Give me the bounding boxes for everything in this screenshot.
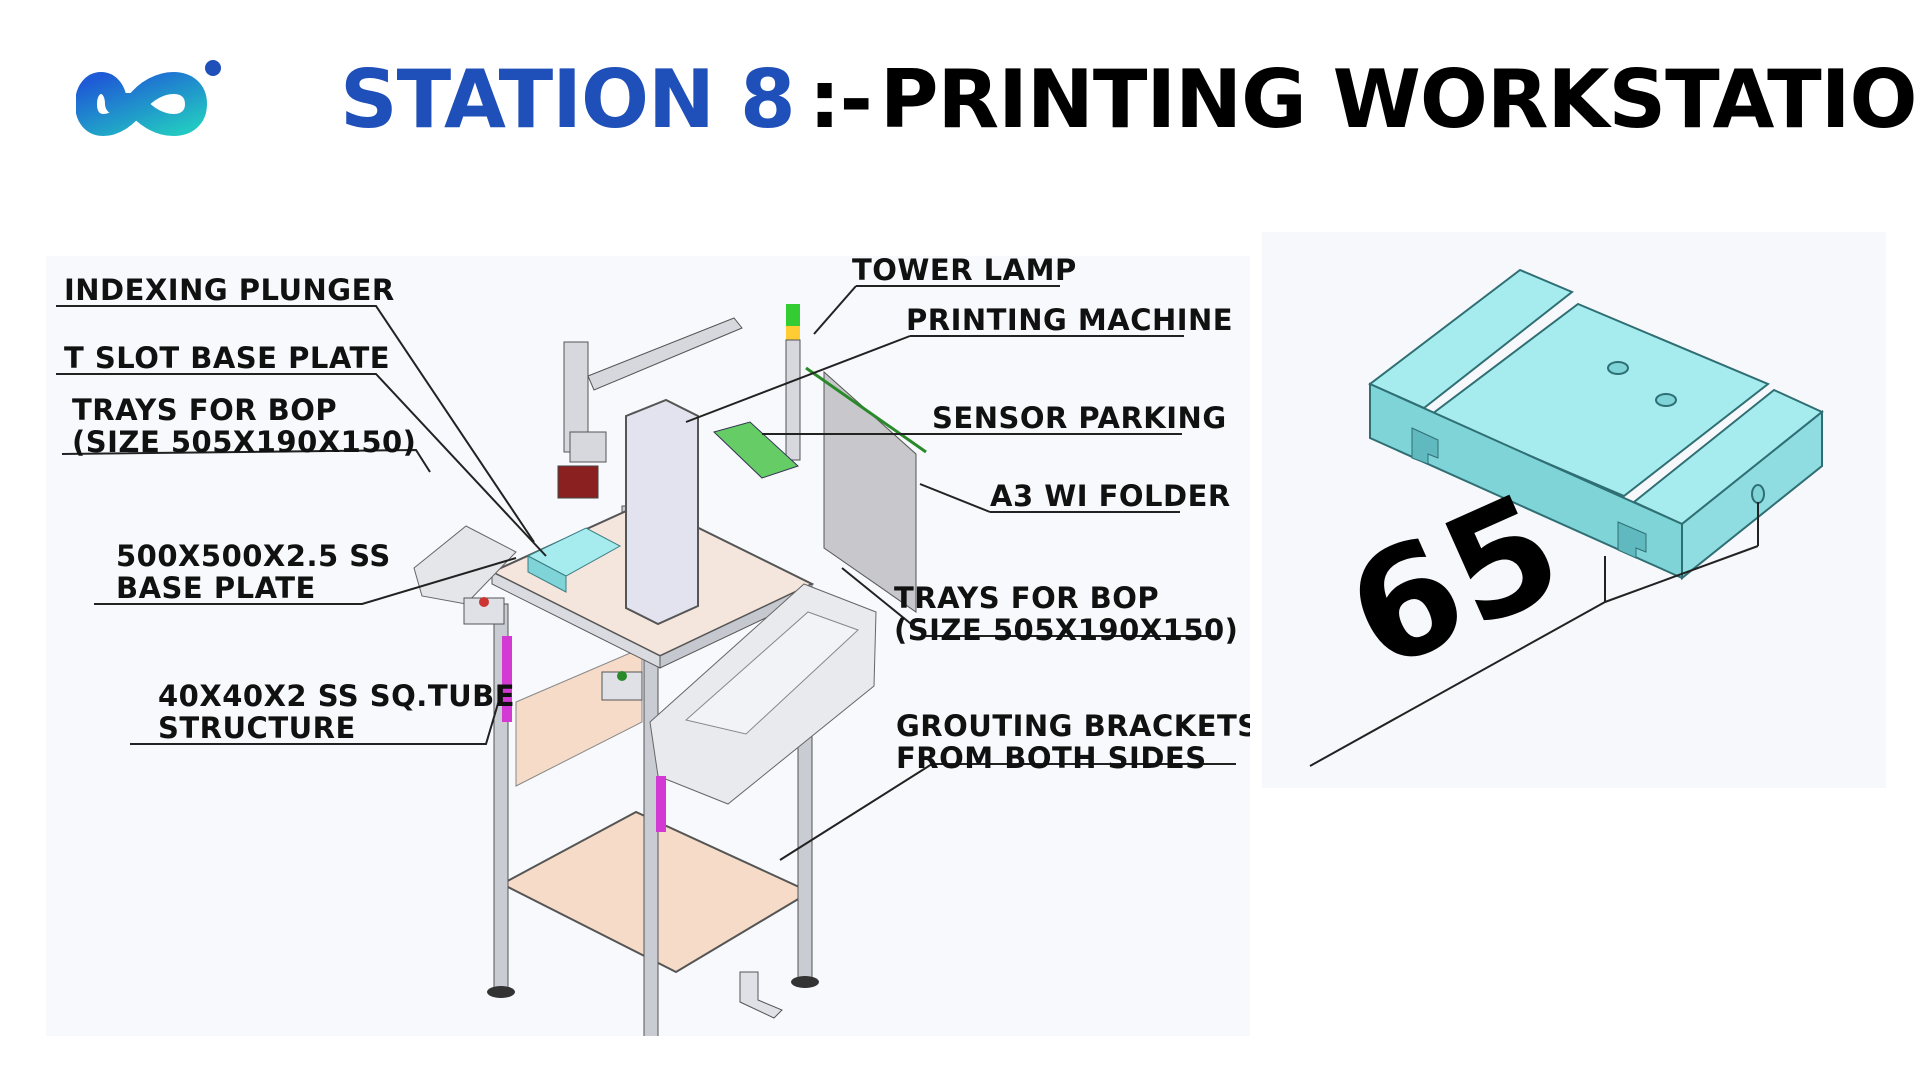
tslot-groove-right — [1617, 521, 1647, 559]
label-trays-left-line2: (SIZE 505X190X150) — [72, 425, 416, 459]
frame-leg — [643, 651, 659, 1043]
stamp-pad — [557, 465, 599, 499]
company-logo — [76, 60, 221, 136]
title-number: 8 — [739, 53, 796, 146]
label-t-slot-base-plate: T SLOT BASE PLATE — [64, 341, 390, 375]
label-a3-wi-folder: A3 WI FOLDER — [990, 479, 1231, 513]
tslot-groove-left — [1411, 427, 1439, 465]
page-title: STATION 8:-PRINTING WORKSTATION — [340, 50, 1920, 150]
title-station: STATION — [340, 53, 715, 146]
folder-rod — [805, 366, 927, 454]
dimension-line — [1309, 545, 1759, 767]
side-hole — [1751, 484, 1765, 504]
leader-grouting — [779, 763, 1236, 861]
leader-t-slot-base-plate — [56, 373, 547, 557]
push-button — [617, 671, 627, 681]
label-sensor-parking: SENSOR PARKING — [932, 401, 1227, 435]
tower-lamp-body — [785, 339, 801, 461]
tslot-detail-diagram: 65 — [1309, 268, 1824, 767]
label-tube-line1: 40X40X2 SS SQ.TUBE — [158, 679, 515, 713]
din-strip — [502, 636, 512, 722]
printer-rail — [587, 317, 743, 391]
leveling-foot — [487, 986, 515, 998]
label-grouting-line2: FROM BOTH SIDES — [896, 741, 1207, 775]
front-panel — [515, 647, 643, 787]
workstation-drawing-panel: INDEXING PLUNGER T SLOT BASE PLATE TRAYS… — [46, 253, 1258, 1052]
label-base-plate-line1: 500X500X2.5 SS — [116, 539, 391, 573]
a3-wi-folder — [823, 370, 917, 613]
title-separator: :- — [808, 53, 873, 146]
label-base-plate-line2: BASE PLATE — [116, 571, 316, 605]
leader-tower-lamp — [813, 285, 1060, 335]
label-trays-right-line1: TRAYS FOR BOP — [894, 581, 1159, 615]
leveling-foot — [791, 976, 819, 988]
label-indexing-plunger: INDEXING PLUNGER — [64, 273, 395, 307]
label-printing-machine: PRINTING MACHINE — [906, 303, 1233, 337]
leader-trays-left — [61, 448, 431, 473]
mounting-hole — [1607, 361, 1629, 375]
grouting-bracket — [739, 971, 783, 1019]
tower-lamp-green — [786, 304, 800, 326]
label-trays-left-line1: TRAYS FOR BOP — [72, 393, 337, 427]
leader-trays-right — [841, 567, 1216, 637]
title-rest: PRINTING WORKSTATION — [879, 53, 1920, 146]
right-bop-tray-inner — [684, 611, 859, 735]
label-trays-right-line2: (SIZE 505X190X150) — [894, 613, 1238, 647]
print-head — [569, 431, 607, 463]
left-bop-tray — [413, 525, 517, 605]
label-tube-line2: STRUCTURE — [158, 711, 356, 745]
tslot-base-plate-side — [527, 555, 567, 593]
sensor-parking-plate — [713, 421, 799, 479]
leader-indexing-plunger — [56, 305, 535, 543]
label-tower-lamp: TOWER LAMP — [852, 256, 1077, 287]
leader-tube-structure — [130, 689, 503, 745]
leader-a3-wi-folder — [919, 483, 1180, 513]
tower-lamp-amber — [786, 326, 800, 340]
leader-base-plate — [94, 557, 517, 605]
tslot-detail-panel: 65 — [1262, 232, 1886, 788]
push-button — [479, 597, 489, 607]
leader-printing-machine — [685, 335, 1184, 423]
control-box — [463, 597, 505, 625]
printing-machine-column — [625, 398, 699, 626]
mounting-hole — [1655, 393, 1677, 407]
workstation-assembly-diagram: INDEXING PLUNGER T SLOT BASE PLATE TRAYS… — [56, 253, 1258, 1052]
label-grouting-line1: GROUTING BRACKETS — [896, 709, 1250, 743]
din-strip — [656, 776, 666, 832]
